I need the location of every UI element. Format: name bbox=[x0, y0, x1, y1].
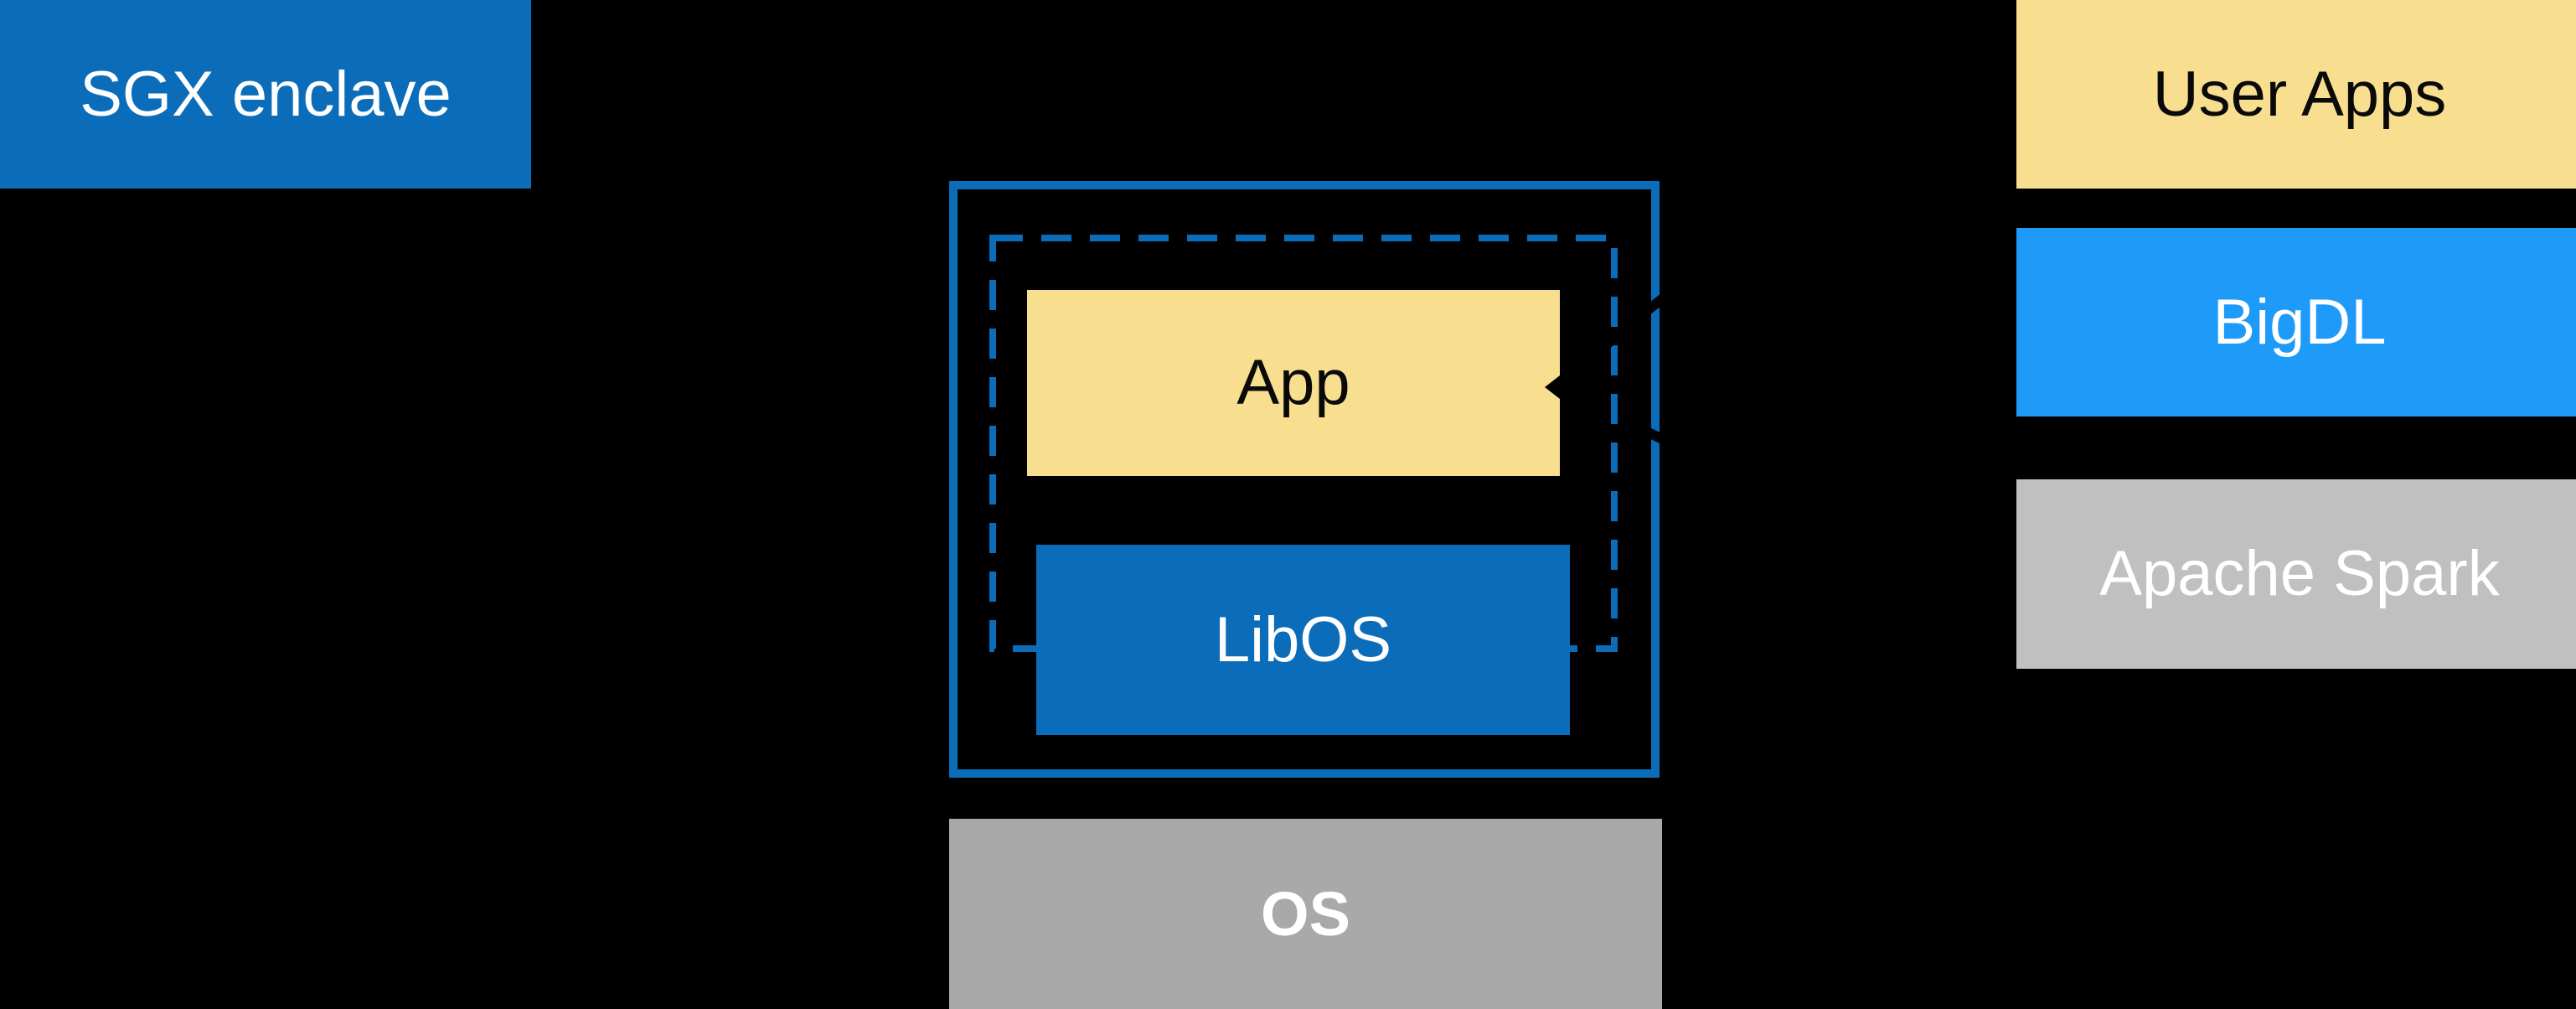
bigdl-label: BigDL bbox=[2212, 286, 2387, 358]
os-box: OS bbox=[949, 819, 1662, 1009]
bigdl-box: BigDL bbox=[2016, 228, 2576, 417]
connector-endpoint-dot bbox=[520, 506, 535, 521]
enclave-dashed-rect bbox=[989, 235, 1618, 652]
app-label: App bbox=[1236, 347, 1350, 418]
sgx-enclave-label: SGX enclave bbox=[80, 58, 452, 130]
libos-label: LibOS bbox=[1214, 603, 1392, 675]
libos-box: LibOS bbox=[1036, 545, 1570, 735]
user-apps-label: User Apps bbox=[2152, 58, 2447, 130]
app-box: App bbox=[1027, 290, 1560, 476]
apache-spark-box: Apache Spark bbox=[2016, 479, 2576, 669]
host-outer-box bbox=[949, 181, 1660, 778]
apache-spark-label: Apache Spark bbox=[2099, 538, 2500, 609]
os-label: OS bbox=[1261, 878, 1350, 949]
sgx-enclave-box: SGX enclave bbox=[0, 0, 531, 189]
user-apps-box: User Apps bbox=[2016, 0, 2576, 189]
arrowhead-to-app-icon bbox=[1545, 375, 1560, 399]
